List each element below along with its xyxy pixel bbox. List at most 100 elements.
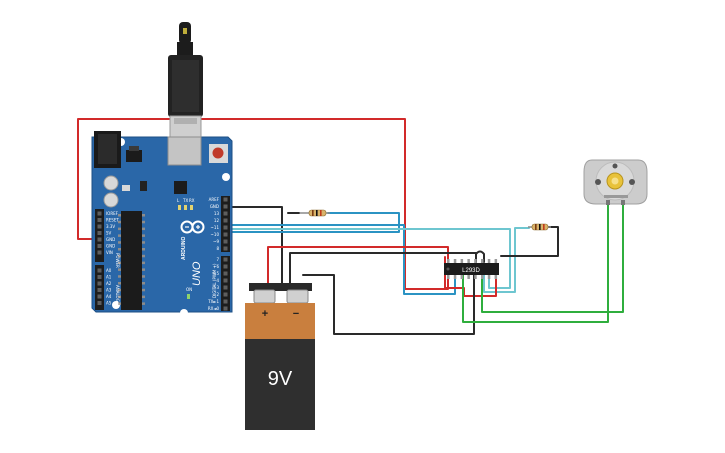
model-label: UNO [191, 261, 203, 286]
power-header-label: POWER [115, 253, 120, 268]
wire-lightblue-pin10[interactable] [229, 228, 511, 289]
mcu-pin [118, 261, 121, 265]
resistor-right[interactable] [528, 223, 551, 231]
mcu-pin [118, 268, 121, 271]
header-pin[interactable] [97, 288, 102, 292]
digital-pin-label: 2 [216, 292, 219, 297]
mounting-hole [180, 309, 188, 317]
chip-pin [467, 275, 470, 279]
header-pin[interactable] [223, 264, 228, 269]
header-pin[interactable] [223, 271, 228, 276]
mcu-pin [142, 282, 145, 285]
header-pin[interactable] [223, 197, 228, 202]
header-pin[interactable] [223, 257, 228, 262]
header-pin[interactable] [223, 204, 228, 209]
digital-pin-label: ~6 [213, 264, 219, 269]
reset-button[interactable] [209, 144, 228, 163]
digital-pin-label: ~3 [213, 285, 219, 290]
mcu-pin [118, 282, 121, 285]
header-pin[interactable] [223, 285, 228, 290]
wire-lightblue-resistor[interactable] [483, 227, 530, 293]
digital-header-label: DIGITAL (PWM ~) [212, 263, 217, 298]
header-pin[interactable] [223, 299, 228, 304]
battery-9v[interactable]: + − 9V [245, 283, 315, 430]
header-pin[interactable] [97, 250, 102, 255]
chip-pin [494, 259, 498, 263]
motor-terminal[interactable] [606, 200, 610, 205]
chip-pin [453, 259, 457, 263]
wire-black-chip-top[interactable] [475, 250, 485, 263]
on-led [187, 294, 190, 299]
battery-terminal-plus[interactable] [253, 289, 276, 304]
header-pin[interactable] [223, 218, 228, 223]
header-pin[interactable] [97, 237, 102, 242]
atmega-chip [118, 211, 145, 310]
header-pin[interactable] [97, 294, 102, 299]
wire-green-motor-b[interactable] [481, 202, 624, 313]
chip-pin [447, 275, 450, 279]
mcu-pin [142, 288, 145, 292]
wires [77, 118, 624, 335]
chip-pin [494, 275, 498, 279]
header-pin[interactable] [223, 278, 228, 283]
wire-black-gnd[interactable] [229, 206, 283, 284]
wire-blue-resistor[interactable] [229, 212, 400, 233]
mcu-pin [118, 295, 121, 299]
usb-chip [174, 181, 187, 194]
header-pin[interactable] [97, 281, 102, 286]
header-pin[interactable] [223, 239, 228, 244]
mcu-pin [142, 241, 145, 244]
header-pin[interactable] [97, 244, 102, 248]
header-pin[interactable] [223, 246, 228, 251]
header-pin[interactable] [223, 306, 228, 311]
header-pin[interactable] [223, 211, 228, 216]
l293d-chip[interactable]: L293D [444, 259, 499, 279]
battery-terminal-minus[interactable] [286, 289, 309, 304]
arduino-uno-board[interactable]: L TX RX ON ARDUINO UNO AREFGND1312~11~10… [91, 131, 233, 317]
digital-pin-label: 13 [214, 211, 220, 216]
header-pin[interactable] [97, 231, 102, 235]
header-pin[interactable] [223, 225, 228, 230]
mcu-pin [142, 234, 145, 237]
power-pin-label: A2 [106, 281, 112, 286]
wire-green-motor-a[interactable] [462, 202, 609, 323]
usb-port[interactable] [167, 136, 202, 166]
resistor-left[interactable] [300, 209, 330, 217]
header-pin[interactable] [97, 268, 102, 273]
header-pin[interactable] [223, 232, 228, 237]
header-pin[interactable] [97, 218, 102, 222]
motor-terminal[interactable] [621, 200, 625, 205]
chip-pin [481, 275, 484, 279]
wire-black-battery-loop[interactable] [302, 274, 475, 335]
wire-red-battery[interactable] [267, 246, 449, 284]
usb-cable [168, 22, 203, 162]
chip-pin [487, 259, 491, 263]
led-label-l: L [177, 198, 180, 203]
mcu-pin [142, 295, 145, 299]
chip-pin [481, 259, 484, 263]
header-pin[interactable] [97, 211, 102, 216]
battery-label: 9V [268, 368, 293, 390]
header-pin[interactable] [97, 224, 102, 229]
motor-screw-icon [595, 179, 601, 185]
header-pin[interactable] [97, 301, 102, 305]
header-pin[interactable] [97, 275, 102, 279]
crystal [140, 181, 147, 191]
power-pin-label: GND [106, 244, 115, 249]
digital-pin-label: RX◄0 [208, 306, 220, 311]
digital-pin-label: 12 [214, 218, 220, 223]
power-jack[interactable] [94, 131, 121, 168]
power-pin-label: A4 [106, 294, 112, 299]
mcu-pin [142, 302, 145, 305]
dc-motor[interactable] [583, 159, 648, 205]
on-label: ON [186, 287, 192, 292]
capacitor-icon [103, 175, 119, 191]
wire-black-right-resistor[interactable] [500, 226, 559, 257]
digital-pin-label: ~10 [211, 232, 220, 237]
header-pin[interactable] [223, 292, 228, 297]
chip-pin [460, 259, 464, 263]
chip-label: L293D [462, 268, 480, 274]
led-label-tx: TX [182, 198, 188, 203]
